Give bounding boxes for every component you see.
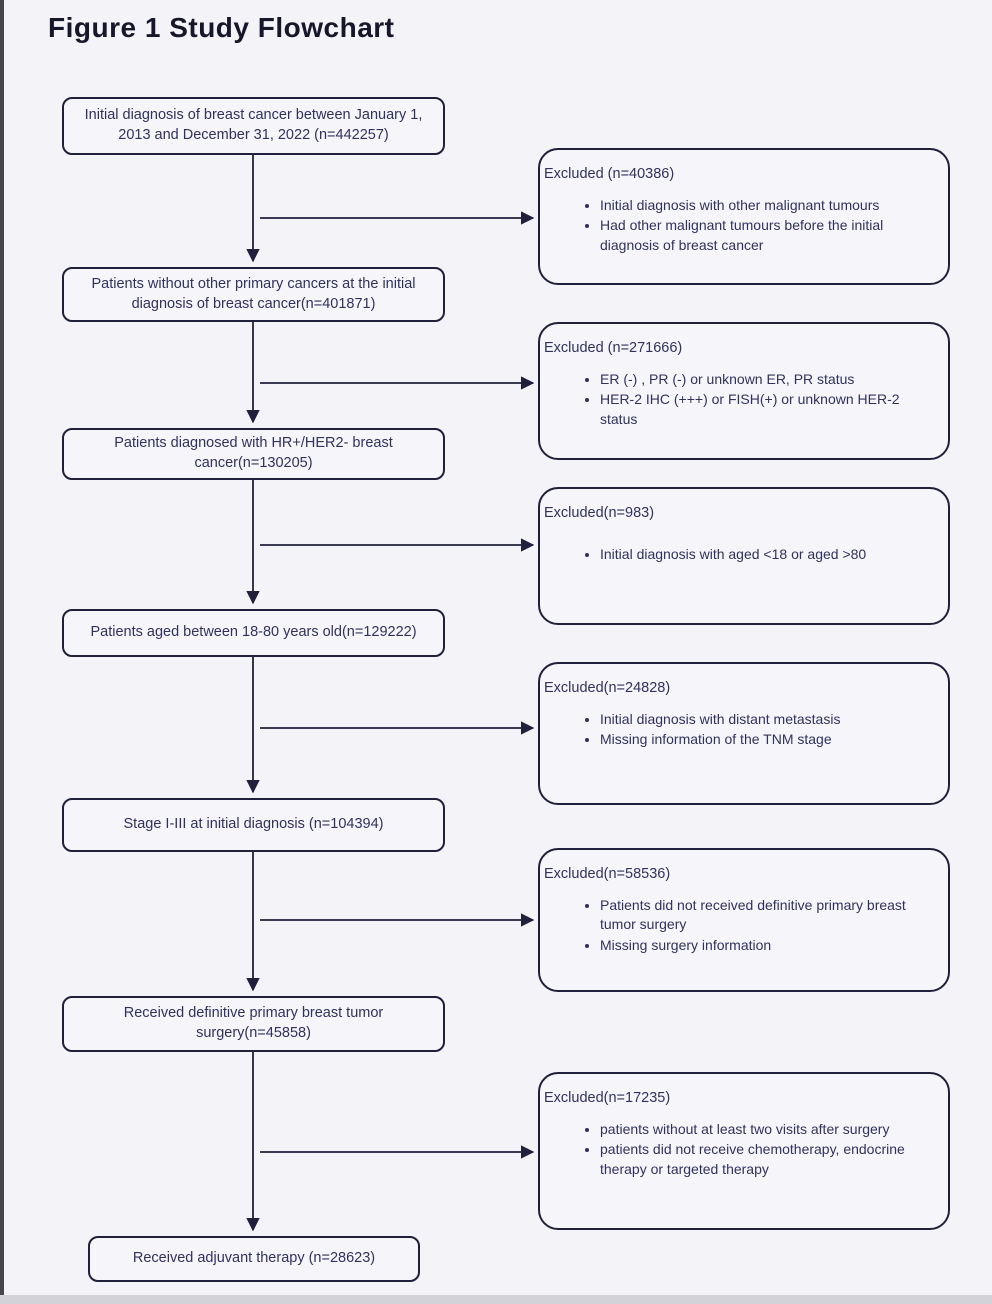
flow-box-label: Patients aged between 18-80 years old(n=… [90,624,417,641]
flow-box-hr-her2-diagnosis: Patients diagnosed with HR+/HER2- breast… [62,428,445,480]
excluded-bullet-list: ER (-) , PR (-) or unknown ER, PR status… [544,370,938,429]
excluded-box-5: Excluded(n=58536) Patients did not recei… [538,848,950,992]
flow-box-label: Initial diagnosis of breast cancer betwe… [84,107,423,143]
excluded-box-2: Excluded (n=271666) ER (-) , PR (-) or u… [538,322,950,460]
excluded-bullet-list: Initial diagnosis with distant metastasi… [544,710,938,750]
flow-box-label: Stage I-III at initial diagnosis (n=1043… [123,816,384,833]
excluded-bullet: patients did not receive chemotherapy, e… [600,1140,938,1179]
flow-box-stage-i-iii: Stage I-III at initial diagnosis (n=1043… [62,798,445,852]
excluded-bullet: patients without at least two visits aft… [600,1120,938,1139]
excluded-box-4: Excluded(n=24828) Initial diagnosis with… [538,662,950,805]
excluded-bullet: Patients did not received definitive pri… [600,896,938,935]
excluded-bullet: Missing surgery information [600,936,938,955]
flow-box-no-other-primary-cancers: Patients without other primary cancers a… [62,267,445,322]
excluded-box-1: Excluded (n=40386) Initial diagnosis wit… [538,148,950,285]
excluded-bullet: Initial diagnosis with aged <18 or aged … [600,545,938,564]
excluded-bullet-list: Patients did not received definitive pri… [544,896,938,955]
flow-box-label: Received adjuvant therapy (n=28623) [132,1250,376,1267]
excluded-header: Excluded(n=58536) [544,866,671,882]
left-edge-strip [0,0,4,1304]
excluded-header: Excluded(n=17235) [544,1090,671,1106]
excluded-bullet: Had other malignant tumours before the i… [600,216,938,255]
excluded-bullet: Initial diagnosis with other malignant t… [600,196,938,215]
flow-box-label: Patients without other primary cancers a… [91,275,416,312]
excluded-bullet: HER-2 IHC (+++) or FISH(+) or unknown HE… [600,390,938,429]
excluded-box-6: Excluded(n=17235) patients without at le… [538,1072,950,1230]
flow-box-age-18-80: Patients aged between 18-80 years old(n=… [62,609,445,657]
excluded-bullet: Missing information of the TNM stage [600,730,938,749]
bottom-edge-strip [0,1295,992,1304]
flow-box-label: Received definitive primary breast tumor… [123,1005,384,1041]
flow-box-received-surgery: Received definitive primary breast tumor… [62,996,445,1052]
excluded-bullet-list: Initial diagnosis with other malignant t… [544,196,938,255]
excluded-bullet: ER (-) , PR (-) or unknown ER, PR status [600,370,938,389]
figure-title: Figure 1 Study Flowchart [48,12,395,43]
excluded-bullet-list: patients without at least two visits aft… [544,1120,938,1179]
excluded-header: Excluded(n=24828) [544,680,671,696]
excluded-header: Excluded (n=271666) [544,340,683,356]
excluded-box-3: Excluded(n=983) Initial diagnosis with a… [538,487,950,625]
excluded-bullet: Initial diagnosis with distant metastasi… [600,710,938,729]
flow-box-initial-diagnosis: Initial diagnosis of breast cancer betwe… [62,97,445,155]
flow-box-label: Patients diagnosed with HR+/HER2- breast… [114,435,393,471]
excluded-header: Excluded(n=983) [544,505,655,521]
excluded-bullet-list: Initial diagnosis with aged <18 or aged … [544,545,938,564]
flow-box-received-adjuvant-therapy: Received adjuvant therapy (n=28623) [88,1236,420,1282]
excluded-header: Excluded (n=40386) [544,166,675,182]
